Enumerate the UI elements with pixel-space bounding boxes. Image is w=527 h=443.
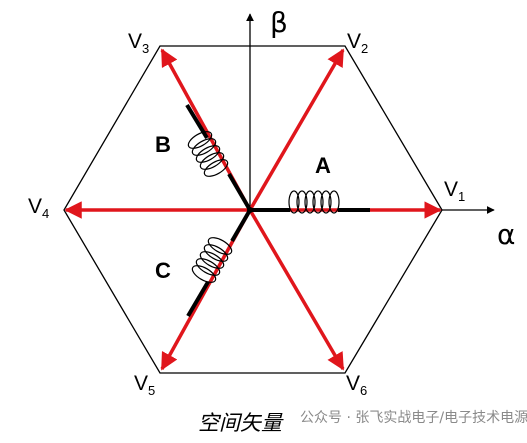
coil-label-c: C: [155, 258, 171, 283]
vector-label-v1: V1: [444, 178, 465, 204]
alpha-axis-label: α: [497, 218, 515, 251]
origin-point: [247, 207, 253, 213]
watermark-text: 公众号 · 张飞实战电子/电子技术电源: [300, 410, 527, 426]
vector-label-v5: V5: [134, 372, 155, 398]
diagram-caption: 空间矢量: [198, 411, 284, 435]
coil-c: [186, 208, 252, 318]
coil-label-b: B: [155, 132, 171, 157]
vector-label-v6: V6: [346, 372, 367, 398]
coil-label-a: A: [315, 153, 331, 178]
beta-axis-label: β: [270, 6, 288, 39]
vector-v2-arrow: [248, 48, 345, 211]
coil-b: [185, 103, 252, 212]
vector-v6-arrow: [248, 209, 345, 371]
coil-a: [250, 190, 370, 214]
vector-label-v4: V4: [28, 195, 49, 221]
vector-label-v2: V2: [347, 30, 368, 56]
vector-label-v3: V3: [128, 30, 149, 56]
hexagon-outline: [63, 45, 443, 374]
